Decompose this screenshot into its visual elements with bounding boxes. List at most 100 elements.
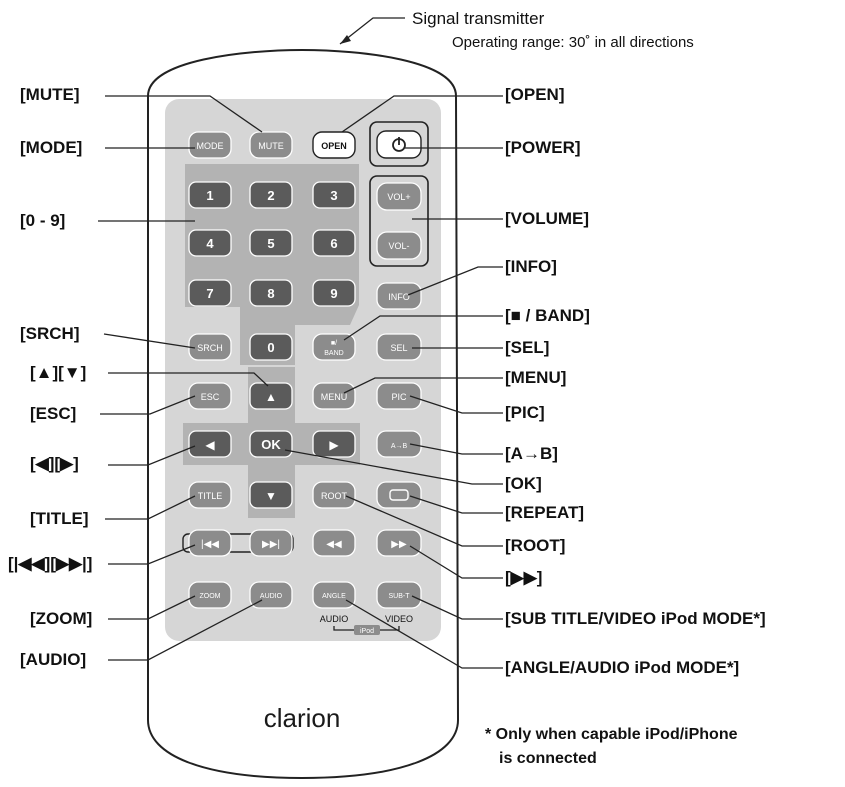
root-button[interactable]: ROOT	[312, 481, 356, 509]
label-subtitle: [SUB TITLE/VIDEO iPod MODE*]	[505, 609, 766, 628]
footnote-line2: is connected	[499, 750, 597, 767]
vol-down-button[interactable]: VOL-	[376, 231, 422, 260]
label-title: [TITLE]	[30, 509, 89, 528]
svg-text:8: 8	[267, 286, 274, 301]
info-button[interactable]: INFO	[376, 282, 422, 310]
open-button[interactable]: OPEN	[312, 131, 356, 159]
svg-text:MODE: MODE	[197, 141, 224, 151]
video-sublabel: VIDEO	[385, 614, 413, 624]
audio-sublabel: AUDIO	[320, 614, 349, 624]
leader-ff	[409, 545, 503, 579]
repeat-button[interactable]	[376, 481, 422, 509]
digit-button-2[interactable]: 2	[249, 181, 293, 209]
label-sel: [SEL]	[505, 338, 549, 357]
label-info: [INFO]	[505, 257, 557, 276]
left-button[interactable]: ◀	[188, 430, 232, 458]
svg-text:3: 3	[330, 188, 337, 203]
svg-text:7: 7	[206, 286, 213, 301]
brand-logo: clarion	[264, 703, 341, 733]
signal-transmitter-callout: Signal transmitter Operating range: 30˚ …	[339, 9, 694, 51]
vol-up-button[interactable]: VOL+	[376, 182, 422, 211]
svg-text:VOL-: VOL-	[388, 241, 409, 251]
leader-pic	[409, 395, 503, 414]
fast-forward-button[interactable]: ▶▶	[376, 529, 422, 557]
label-skip: [|◀◀][▶▶|]	[8, 554, 92, 573]
svg-text:ANGLE: ANGLE	[322, 593, 346, 600]
digit-button-4[interactable]: 4	[188, 229, 232, 257]
digit-button-6[interactable]: 6	[312, 229, 356, 257]
label-esc: [ESC]	[30, 404, 76, 423]
power-button[interactable]	[376, 130, 422, 159]
leader-stop-band	[343, 315, 503, 341]
label-open: [OPEN]	[505, 85, 565, 104]
pic-button[interactable]: PIC	[376, 382, 422, 410]
mute-button[interactable]: MUTE	[249, 131, 293, 159]
digit-button-9[interactable]: 9	[312, 279, 356, 307]
leader-subtitle	[411, 595, 503, 620]
leader-title	[105, 495, 196, 520]
svg-text:A→B: A→B	[391, 443, 408, 450]
label-repeat: [REPEAT]	[505, 503, 584, 522]
svg-text:▼: ▼	[265, 489, 277, 503]
svg-text:9: 9	[330, 286, 337, 301]
label-digits: [0 - 9]	[20, 211, 65, 230]
label-ff: [▶▶]	[505, 568, 542, 587]
svg-text:MUTE: MUTE	[258, 141, 284, 151]
mode-button[interactable]: MODE	[188, 131, 232, 159]
digit-button-3[interactable]: 3	[312, 181, 356, 209]
svg-text:INFO: INFO	[388, 292, 410, 302]
down-button[interactable]: ▼	[249, 481, 293, 509]
zero-button[interactable]: 0	[249, 333, 293, 361]
label-zoom: [ZOOM]	[30, 609, 92, 628]
number-pad-area	[185, 164, 359, 365]
rewind-button[interactable]: ◀◀	[312, 529, 356, 557]
sel-button[interactable]: SEL	[376, 333, 422, 361]
leader-root	[345, 495, 503, 547]
angle-button[interactable]: ANGLE	[312, 581, 356, 609]
svg-text:SRCH: SRCH	[197, 343, 223, 353]
svg-text:MENU: MENU	[321, 392, 348, 402]
srch-button[interactable]: SRCH	[188, 333, 232, 361]
label-ab: [A→B]	[505, 444, 558, 463]
digit-button-1[interactable]: 1	[188, 181, 232, 209]
svg-text:OPEN: OPEN	[321, 141, 347, 151]
leader-ab	[409, 443, 503, 455]
signal-subtitle: Operating range: 30˚ in all directions	[452, 34, 694, 51]
leader-zoom	[108, 595, 196, 620]
label-pic: [PIC]	[505, 403, 545, 422]
digit-button-7[interactable]: 7	[188, 279, 232, 307]
audio-button[interactable]: AUDIO	[249, 581, 293, 609]
svg-text:ROOT: ROOT	[321, 491, 348, 501]
svg-text:2: 2	[267, 188, 274, 203]
next-button[interactable]: ▶▶|	[249, 529, 293, 557]
leader-menu	[343, 377, 503, 394]
volume-frame	[369, 175, 429, 267]
up-button[interactable]: ▲	[249, 382, 293, 410]
footnote-line1: * Only when capable iPod/iPhone	[485, 726, 738, 743]
stop-band-button[interactable]: ■/ BAND	[312, 333, 356, 361]
svg-text:▶▶|: ▶▶|	[262, 539, 280, 550]
svg-text:4: 4	[206, 236, 214, 251]
right-button[interactable]: ▶	[312, 430, 356, 458]
signal-arrow-icon	[340, 35, 351, 44]
subt-button[interactable]: SUB-T	[376, 581, 422, 609]
esc-button[interactable]: ESC	[188, 382, 232, 410]
signal-leader-line	[339, 17, 405, 45]
digit-button-8[interactable]: 8	[249, 279, 293, 307]
menu-button[interactable]: MENU	[312, 382, 356, 410]
label-audio: [AUDIO]	[20, 650, 86, 669]
digit-button-5[interactable]: 5	[249, 229, 293, 257]
label-ok: [OK]	[505, 474, 542, 493]
zoom-button[interactable]: ZOOM	[188, 581, 232, 609]
title-button[interactable]: TITLE	[188, 481, 232, 509]
leader-esc	[100, 395, 196, 415]
svg-text:OK: OK	[261, 437, 281, 452]
leader-srch	[103, 333, 196, 349]
prev-button[interactable]: |◀◀	[188, 529, 232, 557]
svg-text:SUB-T: SUB-T	[389, 593, 411, 600]
ok-button[interactable]: OK	[249, 430, 293, 458]
ab-button[interactable]: A→B	[376, 430, 422, 458]
